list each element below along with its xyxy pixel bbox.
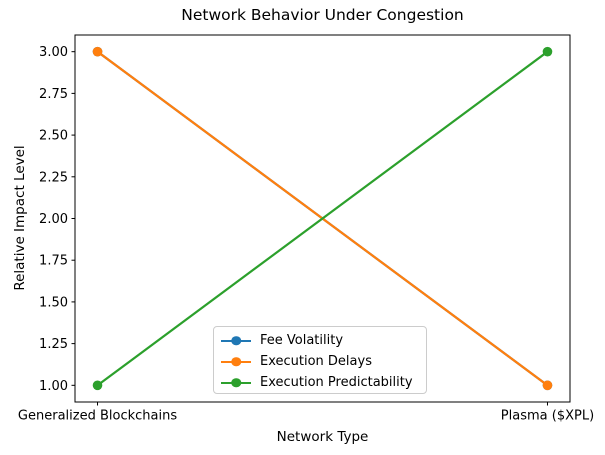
plot-border xyxy=(74,34,571,403)
legend-marker-icon xyxy=(231,335,241,346)
y-tick-label: 2.75 xyxy=(39,87,68,102)
legend-label: Execution Delays xyxy=(260,354,372,369)
legend-label: Fee Volatility xyxy=(260,333,344,348)
series-marker-execution-delays xyxy=(92,46,103,57)
y-tick-label: 2.50 xyxy=(39,129,68,144)
legend-item-execution-predictability: Execution Predictability xyxy=(221,372,422,393)
chart-title: Network Behavior Under Congestion xyxy=(181,6,464,24)
series-marker-execution-predictability xyxy=(92,380,103,391)
legend-item-execution-delays: Execution Delays xyxy=(221,351,422,372)
y-tick-label: 1.00 xyxy=(39,379,68,394)
legend-swatch-icon xyxy=(221,356,251,368)
y-axis-label: Relative Impact Level xyxy=(12,145,28,291)
legend-marker-icon xyxy=(231,356,241,367)
legend-label: Execution Predictability xyxy=(260,375,413,390)
series-line-execution-predictability xyxy=(96,50,549,387)
y-tick-label: 1.25 xyxy=(39,337,68,352)
series-marker-execution-delays xyxy=(542,380,553,391)
y-tick-label: 2.00 xyxy=(39,212,68,227)
legend-marker-icon xyxy=(231,377,241,388)
legend-swatch-icon xyxy=(221,377,251,389)
y-tick-label: 1.50 xyxy=(39,295,68,310)
x-tick-label: Plasma ($XPL) xyxy=(501,409,594,424)
legend-item-fee-volatility: Fee Volatility xyxy=(221,330,422,351)
x-axis-label: Network Type xyxy=(276,429,369,445)
y-tick-label: 1.75 xyxy=(39,254,68,269)
y-tick-label: 3.00 xyxy=(39,45,68,60)
legend-swatch-icon xyxy=(221,335,251,347)
y-tick-label: 2.25 xyxy=(39,170,68,185)
x-tick-label: Generalized Blockchains xyxy=(18,409,177,424)
series-marker-execution-predictability xyxy=(542,46,553,57)
